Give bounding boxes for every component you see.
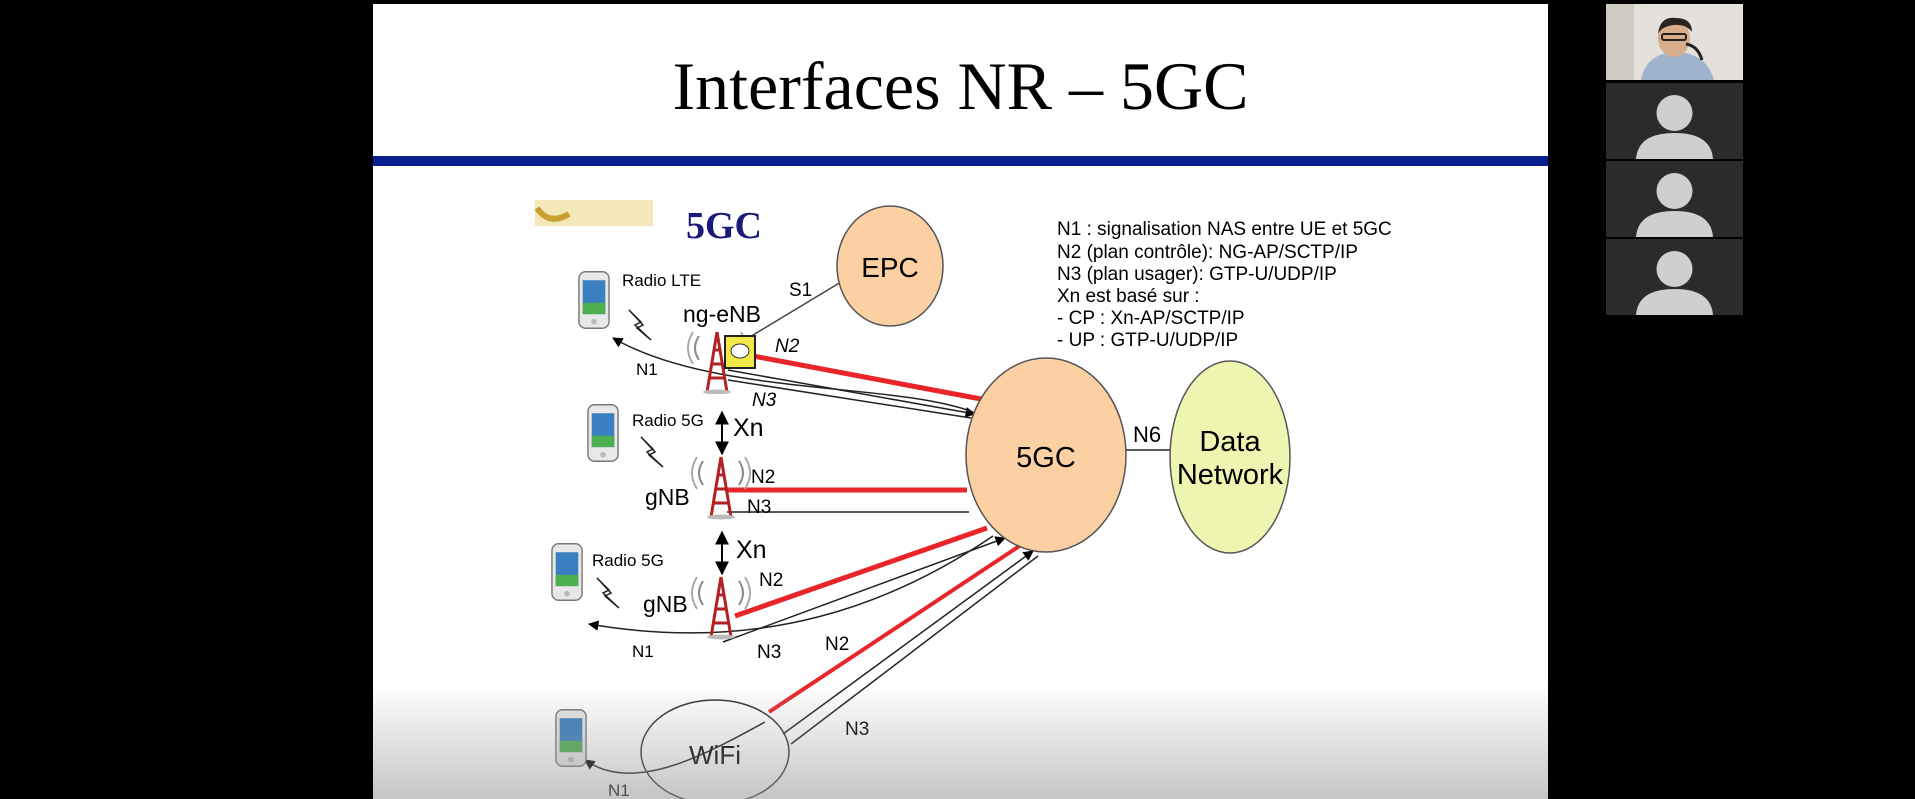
user-avatar-icon <box>1636 173 1713 237</box>
n3-gnb2-label: N3 <box>757 642 781 663</box>
legend-line-2: N2 (plan contrôle): NG-AP/SCTP/IP <box>1057 242 1358 263</box>
xn1-label: Xn <box>733 414 764 442</box>
data-network-label-line2: Network <box>1177 459 1284 491</box>
n2-gnb2-label: N2 <box>759 570 783 591</box>
nr-5gc-diagram: 5GC EPC 5GC Data Network <box>534 200 1392 799</box>
n3-ng-enb-line-a <box>727 369 977 418</box>
participant-video-panel <box>1606 4 1743 316</box>
n2-wifi-line <box>767 543 1023 714</box>
n2-wifi-label: N2 <box>825 634 849 655</box>
participant-avatar-tile[interactable] <box>1606 239 1743 315</box>
wifi-label: WiFi <box>689 740 741 770</box>
participant-avatar-tile[interactable] <box>1606 161 1743 237</box>
xn2-label: Xn <box>736 536 767 564</box>
n3-gnb2-line <box>722 536 1006 643</box>
ue-wifi-phone-icon <box>555 708 587 768</box>
n2-ng-enb-line <box>752 353 982 402</box>
ue-5g-2-phone-icon <box>551 542 583 602</box>
gnb1-label: gNB <box>645 484 690 510</box>
participant-video-tile[interactable] <box>1606 4 1743 80</box>
user-avatar-icon <box>1636 95 1713 159</box>
n1-gnb2-arc <box>587 535 994 634</box>
n2-gnb2-line <box>734 525 988 619</box>
participant-avatar-tile[interactable] <box>1606 83 1743 159</box>
ue-5g-1-phone-icon <box>587 403 619 463</box>
participant-camera-feed <box>1606 4 1743 80</box>
slide-title: Interfaces NR – 5GC <box>672 48 1249 124</box>
ng-enb-label: ng-eNB <box>683 301 761 327</box>
n2-gnb1-label: N2 <box>751 467 775 488</box>
logo-strip <box>534 200 653 226</box>
n3-gnb1-label: N3 <box>747 497 771 518</box>
core-5gc-node <box>965 357 1127 553</box>
data-network-label-line1: Data <box>1199 426 1261 458</box>
n3-lte-label: N3 <box>752 390 777 411</box>
radio-5g-1-label: Radio 5G <box>632 411 704 430</box>
n1-wifi-label: N1 <box>608 781 630 799</box>
presentation-slide: Interfaces NR – 5GC <box>373 4 1548 799</box>
radio-5g-1-bolt-icon <box>640 436 664 468</box>
ng-enb-box-icon <box>724 335 756 369</box>
radio-lte-bolt-icon <box>628 309 652 341</box>
gnb2-label: gNB <box>643 591 688 617</box>
legend-line-5: - CP : Xn-AP/SCTP/IP <box>1057 308 1245 329</box>
n3-wifi-label: N3 <box>845 719 869 740</box>
legend-line-4: Xn est basé sur : <box>1057 286 1200 307</box>
epc-node <box>836 205 944 327</box>
epc-label: EPC <box>861 252 919 283</box>
n3-wifi-line-a <box>782 550 1034 735</box>
n1-lte-label: N1 <box>636 360 658 379</box>
radio-lte-label: Radio LTE <box>622 271 701 290</box>
interface-legend: N1 : signalisation NAS entre UE et 5GC N… <box>1057 219 1392 351</box>
radio-5g-2-label: Radio 5G <box>592 551 664 570</box>
n2-lte-label: N2 <box>775 336 800 357</box>
legend-line-1: N1 : signalisation NAS entre UE et 5GC <box>1057 219 1392 240</box>
n1-gnb2-label: N1 <box>632 642 654 661</box>
core-5gc-label: 5GC <box>1016 442 1076 474</box>
s1-line <box>747 281 842 339</box>
user-avatar-icon <box>1636 251 1713 315</box>
ue-lte-phone-icon <box>578 271 610 329</box>
s1-label: S1 <box>789 280 812 301</box>
legend-line-6: - UP : GTP-U/UDP/IP <box>1057 330 1238 351</box>
title-divider <box>373 156 1548 166</box>
data-network-node <box>1169 360 1291 554</box>
n3-ng-enb-line-b <box>727 379 972 419</box>
legend-line-3: N3 (plan usager): GTP-U/UDP/IP <box>1057 264 1337 285</box>
n6-label: N6 <box>1133 422 1161 447</box>
radio-5g-2-bolt-icon <box>596 577 620 609</box>
diagram-logo-label: 5GC <box>686 205 762 247</box>
n1-lte-arc <box>612 337 974 413</box>
